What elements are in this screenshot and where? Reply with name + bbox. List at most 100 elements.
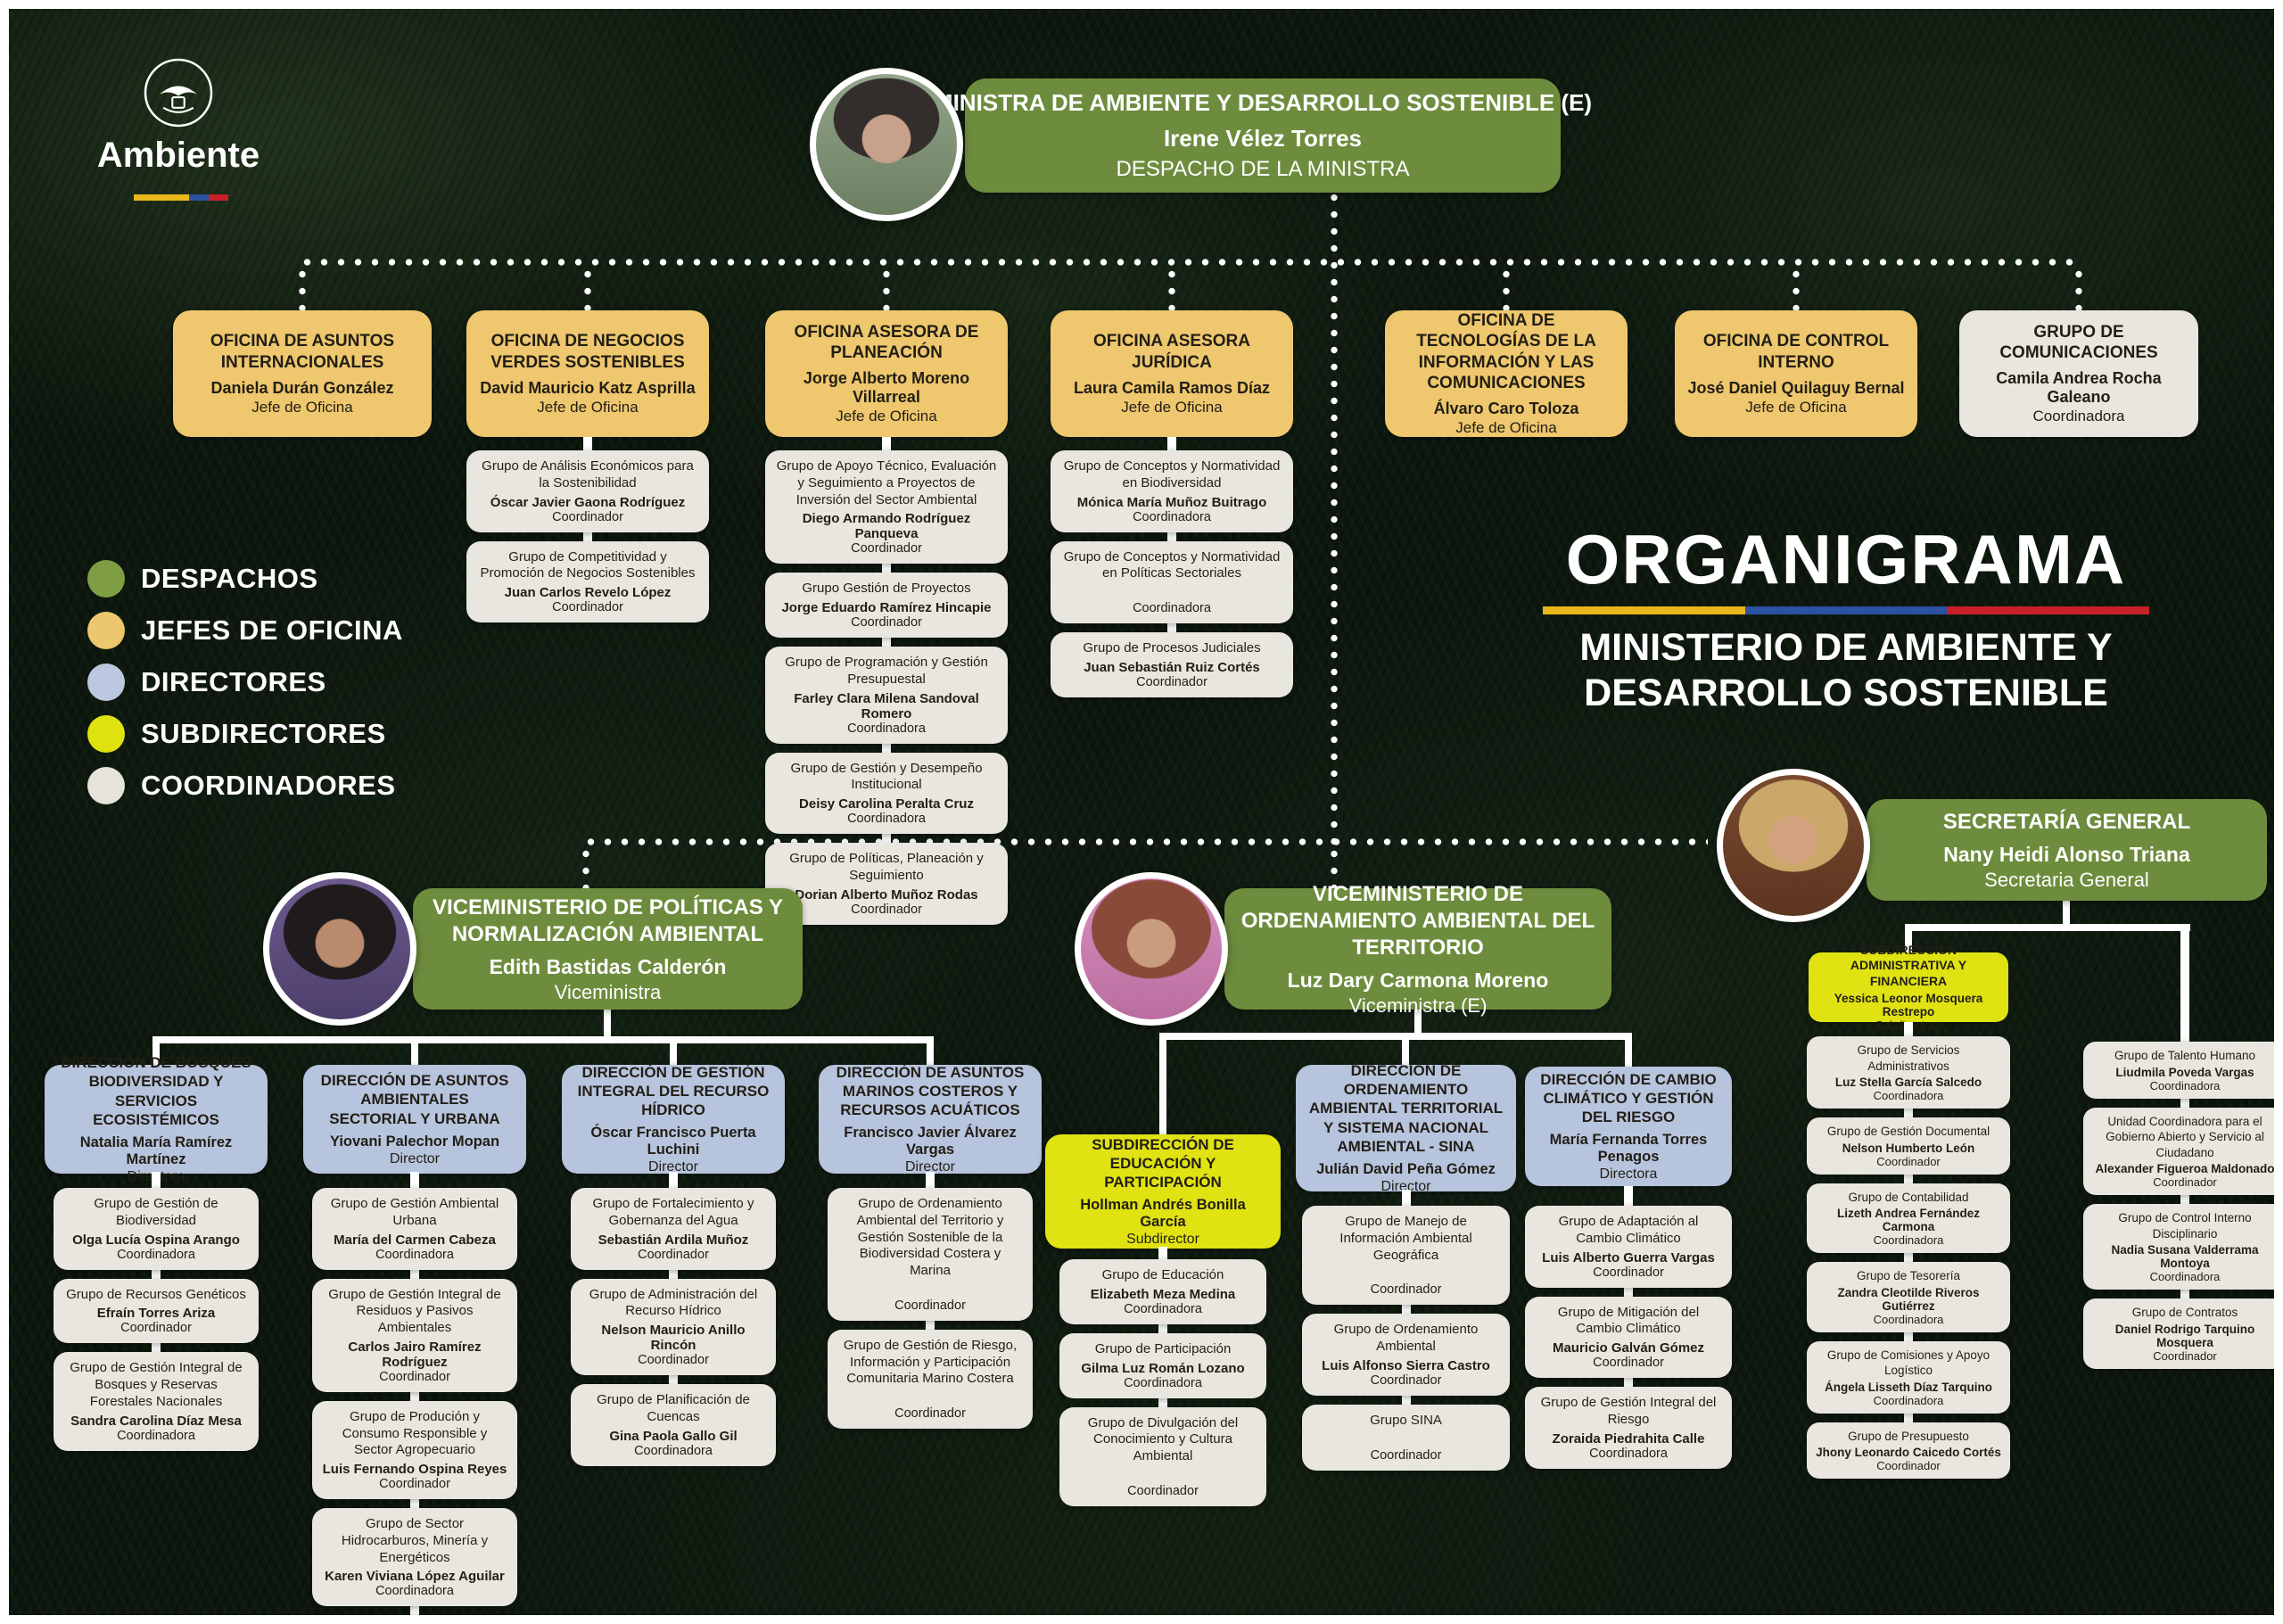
group-title: Grupo de Produción y Consumo Responsible… (342, 1408, 488, 1458)
flag-red-segment (1947, 606, 2150, 614)
legend: DESPACHOS JEFES DE OFICINA DIRECTORES SU… (87, 560, 403, 804)
office-tecnologias: OFICINA DE TECNOLOGÍAS DE LA INFORMACIÓN… (1385, 310, 1628, 437)
legend-item: JEFES DE OFICINA (87, 612, 403, 649)
legend-item: DIRECTORES (87, 664, 403, 701)
group-title: Grupo de Participación (1094, 1340, 1232, 1356)
group-role: Coordinadora (1873, 1312, 1944, 1326)
group-role: Coordinador (1370, 1282, 1442, 1298)
direccion-role: Director (1381, 1179, 1431, 1195)
subdireccion-title: SUBDIRECCIÓN DE EDUCACIÓN Y PARTICIPACIÓ… (1092, 1135, 1234, 1191)
direccion-asuntos-ambientales-box: DIRECCIÓN DE ASUNTOS AMBIENTALES SECTORI… (303, 1065, 526, 1174)
group-box: Grupo de Competitividad y Promoción de N… (466, 540, 709, 622)
group-role: Coordinadora (117, 1247, 195, 1262)
group-title: Grupo de Presupuesto (1848, 1429, 1969, 1443)
direccion-title: DIRECCIÓN DE ORDENAMIENTO AMBIENTAL TERR… (1308, 1061, 1504, 1155)
flag-divider (1543, 606, 2150, 614)
group-box: Grupo de Gestión Integral del Riesgo Zor… (1525, 1387, 1732, 1469)
group-title: Grupo de Ordenamiento Ambiental (1333, 1322, 1479, 1354)
subdireccion-title: SUBDIRECCIÓN ADMINISTRATIVA Y FINANCIERA (1850, 942, 1967, 988)
office-role: Jefe de Oficina (1121, 398, 1223, 416)
group-box: Grupo de Conceptos y Normatividad en Pol… (1051, 540, 1293, 623)
secretaria-title: SECRETARÍA GENERAL (1942, 809, 2191, 834)
group-box: Grupo de Análisis Económicos para la Sos… (466, 450, 709, 532)
title-block: ORGANIGRAMA MINISTERIO DE AMBIENTE Y DES… (1507, 524, 2185, 715)
subdireccion-educacion-box: SUBDIRECCIÓN DE EDUCACIÓN Y PARTICIPACIÓ… (1045, 1134, 1281, 1249)
vice-title: VICEMINISTERIO DE ORDENAMIENTO AMBIENTAL… (1240, 881, 1595, 960)
group-title: Grupo de Recursos Genéticos (66, 1286, 246, 1302)
group-box: Grupo de Presupuesto Jhony Leonardo Caic… (1807, 1422, 2010, 1480)
group-role: Coordinadora (1133, 601, 1211, 615)
group-title: Grupo de Programación y Gestión Presupue… (785, 655, 988, 687)
connector-dotted-stub (1503, 266, 1510, 314)
group-role: Coordinador (1593, 1265, 1664, 1280)
group-title: Grupo de Ordenamiento Ambiental del Terr… (856, 1196, 1004, 1278)
minister-box: MINISTRA DE AMBIENTE Y DESARROLLO SOSTEN… (934, 78, 1592, 193)
office-role: Coordinadora (2032, 408, 2125, 425)
direccion-holder: Yiovani Palechor Mopan (329, 1133, 500, 1150)
group-role: Coordinador (894, 1406, 966, 1421)
connector-line (1402, 1040, 1409, 1065)
group-holder: Gilma Luz Román Lozano (1081, 1360, 1245, 1376)
group-box: Grupo de Apoyo Técnico, Evaluación y Seg… (765, 450, 1008, 565)
direccion-title: DIRECCIÓN DE ASUNTOS MARINOS COSTEROS Y … (836, 1063, 1025, 1119)
group-box: Unidad Coordinadora para el Gobierno Abi… (2083, 1107, 2274, 1196)
group-holder: Luis Fernando Ospina Reyes (322, 1462, 507, 1477)
group-title: Grupo de Fortalecimiento y Gobernanza de… (592, 1196, 754, 1228)
group-holder: Daniel Rodrigo Tarquino Mosquera (2114, 1322, 2255, 1349)
group-holder: Liudmila Poveda Vargas (2115, 1065, 2254, 1079)
connector-line (1159, 1033, 1632, 1040)
group-holder: Sandra Carolina Díaz Mesa (70, 1413, 242, 1429)
viceministerio-politicas-box: VICEMINISTERIO DE POLÍTICAS Y NORMALIZAC… (413, 888, 803, 1010)
group-column-secretaria-derecha: Grupo de Talento Humano Liudmila Poveda … (2083, 926, 2274, 1369)
direccion-title: DIRECCIÓN DE BOSQUES BIODIVERSIDAD Y SER… (61, 1054, 251, 1128)
group-holder: Karen Viviana López Aguilar (325, 1569, 505, 1585)
office-role: Jefe de Oficina (251, 398, 353, 416)
connector-line (411, 1043, 418, 1065)
group-role: Coordinadora (1124, 1301, 1202, 1316)
group-holder: Luis Alfonso Sierra Castro (1322, 1357, 1490, 1373)
group-holder: Efraín Torres Ariza (96, 1306, 216, 1322)
connector-dotted-stub (883, 266, 890, 314)
group-holder: Nadia Susana Valderrama Montoya (2111, 1243, 2259, 1271)
flag-blue-bar (189, 194, 209, 201)
group-title: Grupo de Servicios Administrativos (1857, 1043, 1960, 1073)
secretaria-role: Secretaria General (1984, 868, 2149, 891)
group-title: Grupo de Planificación de Cuencas (597, 1392, 750, 1424)
group-holder: Diego Armando Rodríguez Panqueva (802, 511, 971, 542)
office-title: OFICINA DE ASUNTOS INTERNACIONALES (210, 332, 395, 372)
group-box: Grupo de Adaptación al Cambio Climático … (1525, 1206, 1732, 1288)
group-box: Grupo de Mitigación del Cambio Climático… (1525, 1296, 1732, 1378)
office-control-interno: OFICINA DE CONTROL INTERNO José Daniel Q… (1675, 310, 1917, 437)
office-role: Jefe de Oficina (836, 408, 937, 425)
vice-name: Edith Bastidas Calderón (489, 954, 727, 978)
group-box: Grupo de Control Interno Disciplinario N… (2083, 1204, 2274, 1290)
group-title: Grupo Gestión de Proyectos (802, 581, 971, 597)
group-title: Grupo de Conceptos y Normatividad en Bio… (1063, 458, 1281, 490)
group-title: Unidad Coordinadora para el Gobierno Abi… (2106, 1114, 2264, 1159)
page-title: ORGANIGRAMA (1565, 520, 2127, 598)
legend-label: JEFES DE OFICINA (141, 614, 403, 646)
group-box: Grupo de Gestión Documental Nelson Humbe… (1807, 1117, 2010, 1175)
connector-dotted-stub (2075, 266, 2082, 314)
group-column-negocios-verdes: Grupo de Análisis Económicos para la Sos… (466, 437, 709, 622)
office-holder: David Mauricio Katz Asprilla (480, 378, 696, 397)
group-column-juridica: Grupo de Conceptos y Normatividad en Bio… (1051, 437, 1293, 697)
group-title: Grupo de Comisiones y Apoyo Logístico (1826, 1348, 1990, 1378)
group-title: Grupo de Manejo de Información Ambiental… (1339, 1214, 1472, 1263)
page-subtitle-line1: MINISTERIO DE AMBIENTE Y (1579, 626, 2113, 669)
office-title: OFICINA DE CONTROL INTERNO (1702, 332, 1890, 372)
group-role: Coordinador (851, 902, 922, 917)
group-title: Grupo de Gestión de Riesgo, Información … (843, 1337, 1018, 1387)
office-role: Jefe de Oficina (1745, 398, 1847, 416)
office-title: GRUPO DE COMUNICACIONES (1999, 322, 2158, 362)
connector-line (927, 1043, 934, 1065)
group-box: Grupo de Sustancias Químicas y Residuos … (312, 1615, 517, 1624)
group-holder: Mauricio Galván Gómez (1552, 1340, 1705, 1356)
connector-dotted-stub (1331, 845, 1338, 890)
group-holder: Elizabeth Meza Medina (1090, 1286, 1236, 1302)
group-title: Grupo de Gestión y Desempeño Institucion… (790, 760, 983, 793)
group-column-asuntos-ambientales: Grupo de Gestión Ambiental Urbana María … (312, 1172, 517, 1624)
connector-line (1625, 1040, 1632, 1067)
group-role: Coordinador (1370, 1373, 1442, 1388)
office-holder: Laura Camila Ramos Díaz (1073, 378, 1271, 397)
